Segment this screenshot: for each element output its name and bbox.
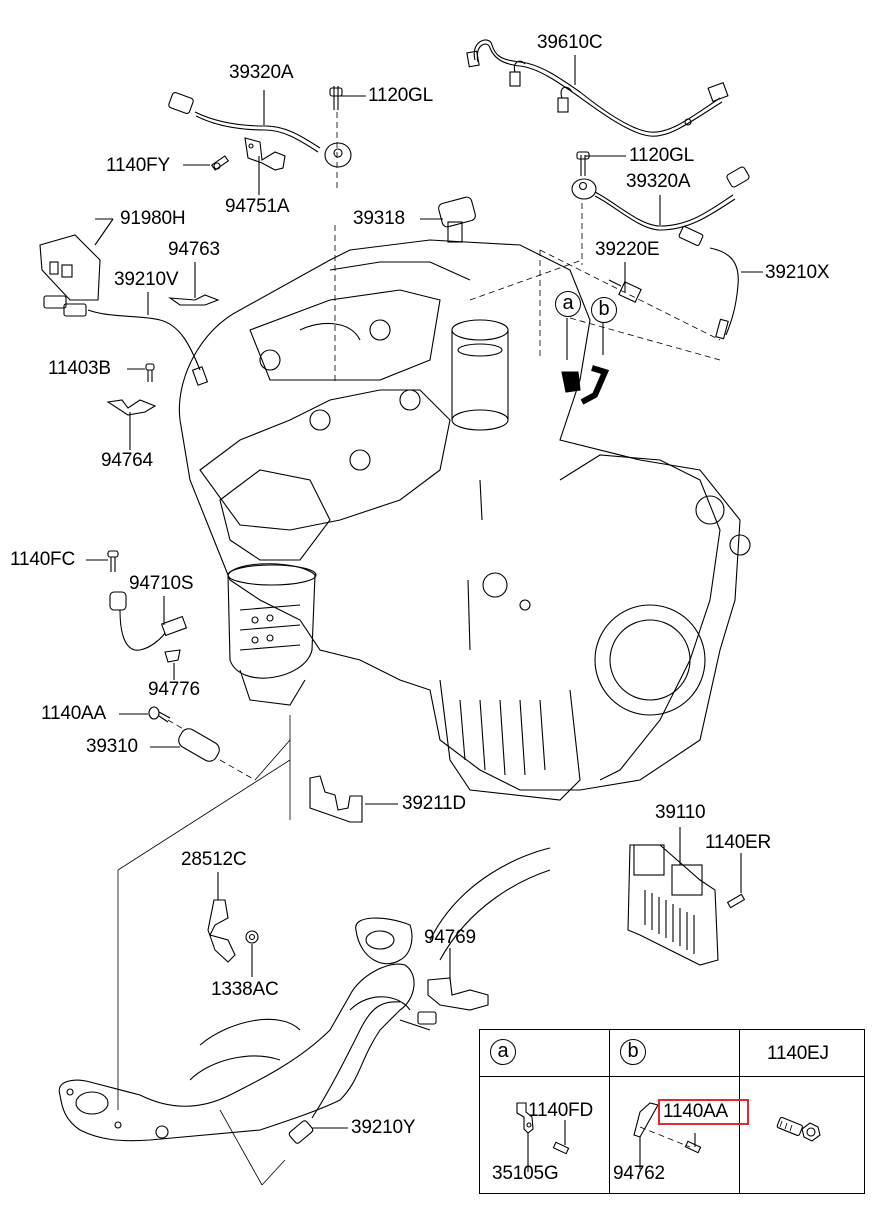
- legend-header-a: a: [480, 1030, 610, 1077]
- part-label-1120gl-top[interactable]: 1120GL: [368, 85, 434, 106]
- legend-header-b: b: [610, 1030, 740, 1077]
- legend-table: a b 1140EJ 1140FD 35105G 1140AA 94762: [479, 1029, 865, 1194]
- bolt-1140er: [726, 893, 746, 909]
- sensor-39220e: [608, 279, 642, 303]
- sensor-94710s: [109, 591, 188, 651]
- legend-cell-1140ej: [740, 1077, 865, 1194]
- part-label-39320a-right[interactable]: 39320A: [626, 171, 691, 192]
- part-label-39610c[interactable]: 39610C: [537, 32, 603, 53]
- oxygen-sensor-39210v: [43, 295, 209, 386]
- legend-cell-a: 1140FD 35105G: [480, 1077, 610, 1194]
- part-label-1338ac[interactable]: 1338AC: [211, 979, 279, 1000]
- bracket-91980h: [39, 234, 101, 301]
- callout-a[interactable]: a: [555, 291, 581, 317]
- clip-94776: [164, 649, 181, 663]
- part-label-39318[interactable]: 39318: [353, 208, 405, 229]
- part-label-94764[interactable]: 94764: [101, 450, 153, 471]
- legend-part-1140aa[interactable]: 1140AA: [663, 1101, 729, 1122]
- bracket-94769: [417, 977, 489, 1025]
- part-label-39320a-top[interactable]: 39320A: [229, 62, 294, 83]
- part-label-94776[interactable]: 94776: [148, 679, 200, 700]
- legend-callout-a: a: [490, 1039, 516, 1065]
- ecu-39110: [627, 844, 719, 966]
- bolt-1140fc: [107, 550, 119, 572]
- bracket-94763: [168, 294, 220, 306]
- part-label-94769[interactable]: 94769: [424, 927, 476, 948]
- exhaust-front-pipe: [58, 847, 551, 1186]
- legend-callout-b-letter: b: [627, 1040, 639, 1062]
- part-label-39220e[interactable]: 39220E: [595, 239, 660, 260]
- legend-part-35105g[interactable]: 35105G: [492, 1163, 559, 1184]
- highlight-box-1140aa: [658, 1099, 749, 1125]
- part-label-1140fy[interactable]: 1140FY: [106, 155, 170, 176]
- legend-part-94762[interactable]: 94762: [613, 1163, 665, 1184]
- part-label-91980h[interactable]: 91980H: [120, 208, 186, 229]
- oxygen-sensor-39210x: [678, 226, 739, 340]
- legend-callout-b: b: [620, 1039, 646, 1065]
- part-label-39210v[interactable]: 39210V: [114, 269, 179, 290]
- legend-part-1140fd[interactable]: 1140FD: [528, 1100, 593, 1121]
- bolt-1140ej-icon: [776, 1116, 821, 1142]
- wiring-harness-39610c: [466, 39, 729, 137]
- legend-cell-b: 1140AA 94762: [610, 1077, 749, 1194]
- part-label-39310[interactable]: 39310: [86, 736, 138, 757]
- callout-a-letter: a: [562, 292, 574, 314]
- callout-b[interactable]: b: [591, 297, 617, 323]
- part-label-1120gl-right[interactable]: 1120GL: [629, 145, 695, 166]
- oxygen-sensor-39210y: [288, 1001, 401, 1144]
- part-label-1140fc[interactable]: 1140FC: [10, 549, 75, 570]
- legend-header-1140ej: 1140EJ: [740, 1030, 865, 1077]
- part-label-39211d[interactable]: 39211D: [402, 793, 466, 814]
- part-label-39210x[interactable]: 39210X: [765, 262, 830, 283]
- bolt-1140fy: [210, 155, 230, 171]
- part-label-11403b[interactable]: 11403B: [48, 358, 111, 379]
- bracket-28512c: [207, 899, 236, 963]
- part-label-1140aa-left[interactable]: 1140AA: [41, 703, 107, 724]
- bolt-11403b: [145, 363, 155, 382]
- legend-art-a: [516, 1102, 570, 1172]
- cam-sensor-39318: [334, 196, 476, 385]
- part-label-39210y[interactable]: 39210Y: [351, 1117, 416, 1138]
- bolt-1140aa-left: [148, 706, 186, 731]
- part-label-39110[interactable]: 39110: [655, 802, 706, 823]
- legend-art-b: [633, 1102, 702, 1169]
- part-label-1140er[interactable]: 1140ER: [705, 832, 772, 853]
- part-label-94710s[interactable]: 94710S: [129, 573, 194, 594]
- part-label-28512c[interactable]: 28512C: [181, 849, 247, 870]
- crank-sensor-39310: [117, 715, 291, 1110]
- part-label-94751a[interactable]: 94751A: [225, 196, 290, 217]
- bracket-94764: [106, 399, 157, 416]
- bracket-39211d: [309, 775, 363, 823]
- callout-b-letter: b: [598, 298, 610, 320]
- knock-sensor-39320a-top: [168, 86, 352, 190]
- legend-part-1140ej[interactable]: 1140EJ: [767, 1043, 829, 1064]
- knock-sensor-39320a-right: [571, 151, 750, 265]
- part-label-94763[interactable]: 94763: [168, 239, 220, 260]
- engine-block: [178, 239, 751, 801]
- bracket-94751a: [244, 137, 286, 171]
- leader-lines: [86, 55, 763, 1129]
- nut-1338ac: [245, 930, 259, 944]
- legend-callout-a-letter: a: [497, 1040, 509, 1062]
